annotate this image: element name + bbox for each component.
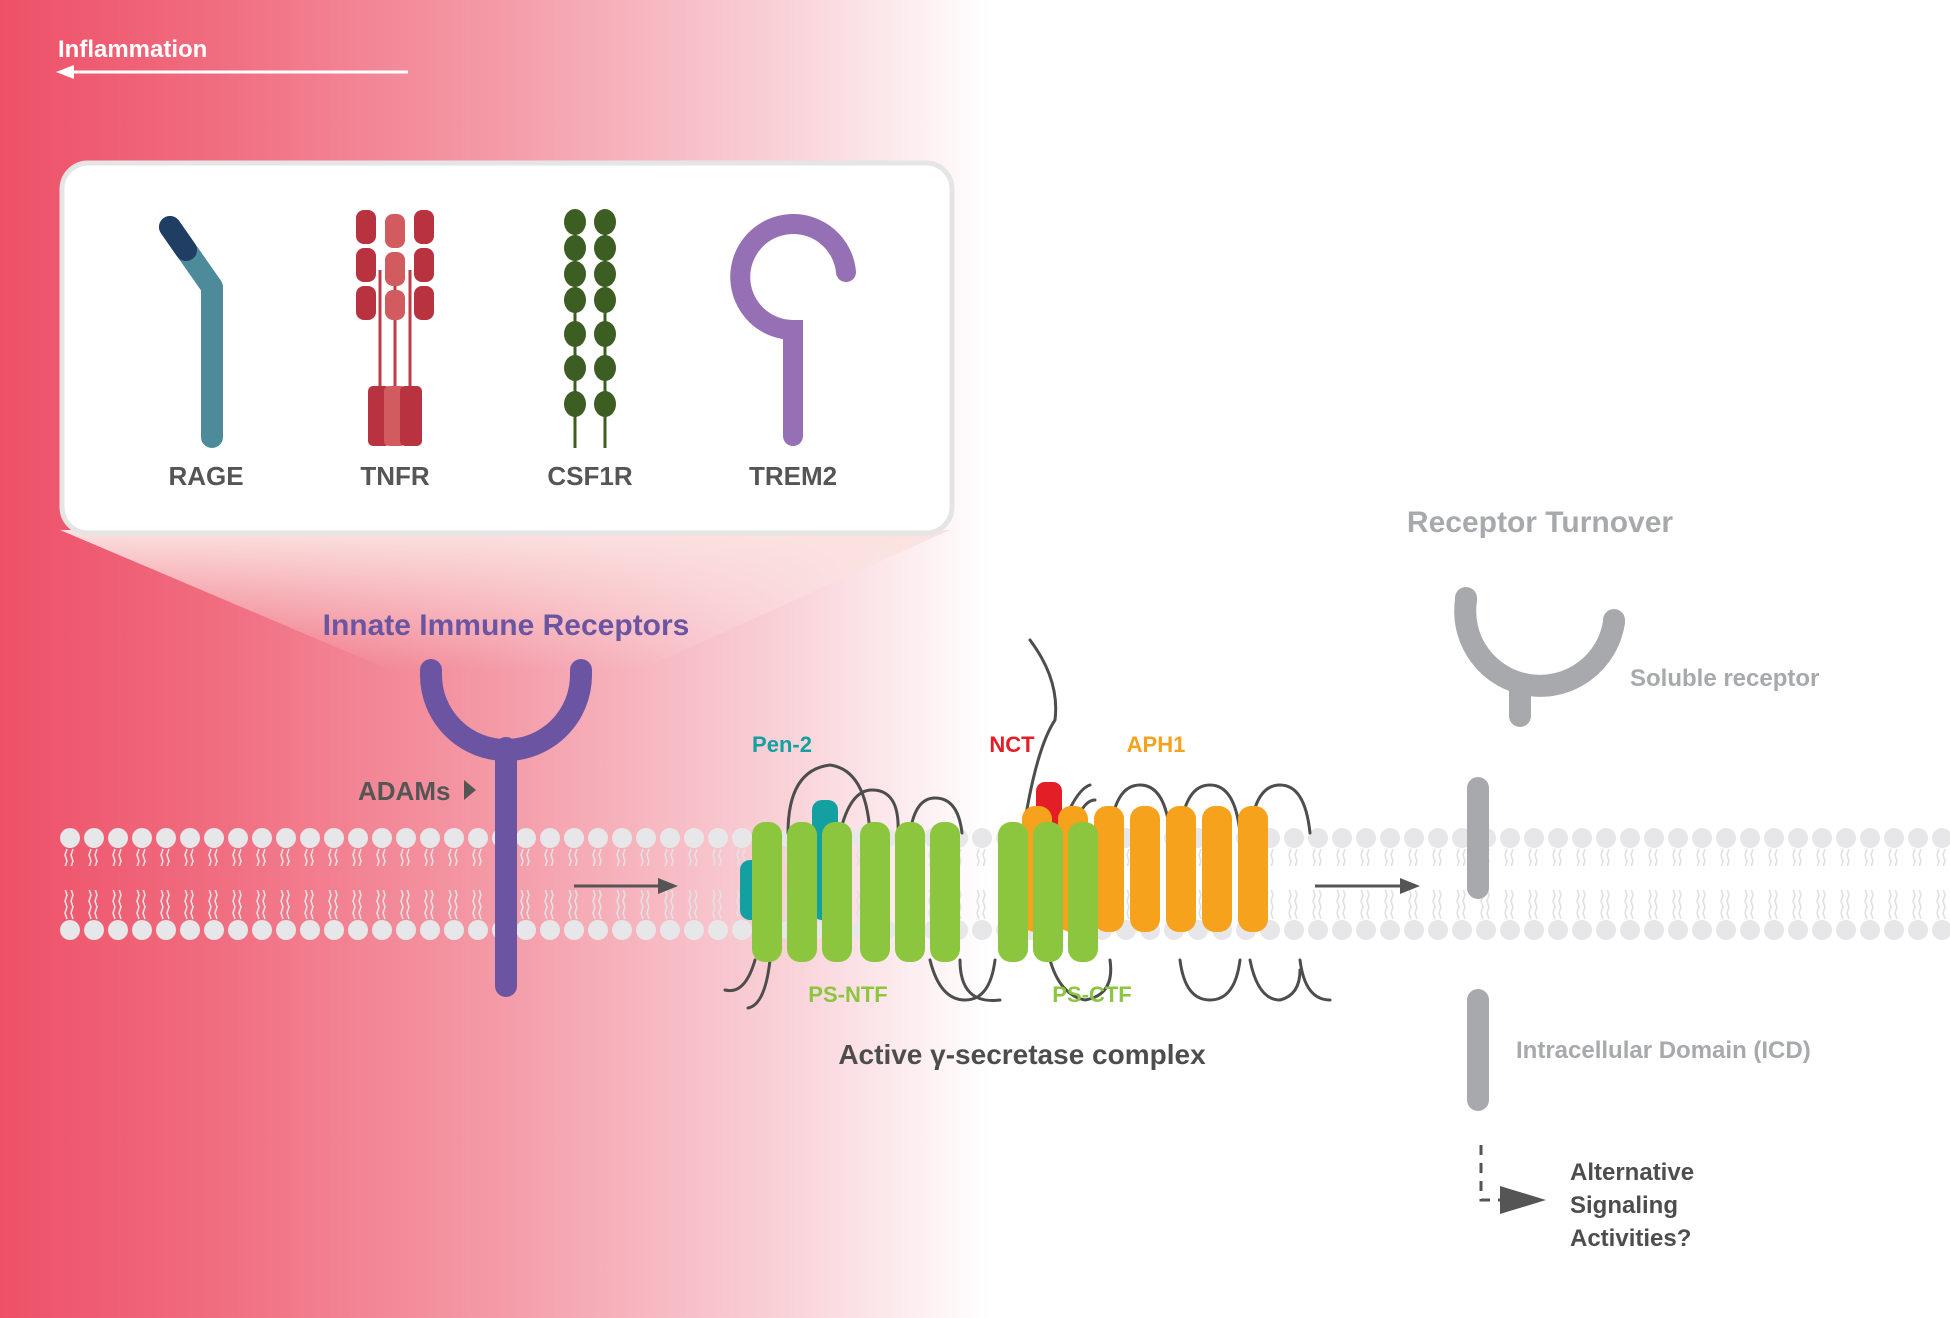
adams-label: ADAMs	[358, 776, 450, 806]
icd-label: Intracellular Domain (ICD)	[1516, 1037, 1811, 1064]
csf1r-label: CSF1R	[547, 461, 632, 491]
trem2-label: TREM2	[749, 461, 837, 491]
ps-ntf-label: PS-NTF	[808, 982, 887, 1007]
rage-label: RAGE	[168, 461, 243, 491]
nct-label: NCT	[989, 732, 1035, 757]
ps-ctf-label: PS-CTF	[1052, 982, 1131, 1007]
rage-icon	[159, 216, 223, 448]
alternative-signaling-line1: Alternative	[1570, 1159, 1694, 1186]
tnfr-label: TNFR	[360, 461, 430, 491]
alternative-signaling-line3: Activities?	[1570, 1225, 1691, 1252]
trem2-icon	[730, 214, 856, 446]
innate-receptors-title: Innate Immune Receptors	[323, 609, 690, 642]
innate-receptor-icon	[420, 659, 592, 997]
pen2-label: Pen-2	[752, 732, 812, 757]
process-arrow-2	[1315, 878, 1420, 894]
inflammation-arrow	[56, 65, 408, 79]
process-arrow-1	[574, 878, 678, 894]
adams-arrow-icon	[464, 780, 476, 800]
receptors-callout-box	[59, 160, 955, 536]
csf1r-icon	[564, 209, 616, 448]
receptor-turnover-title: Receptor Turnover	[1407, 506, 1673, 539]
gamma-secretase-complex	[723, 638, 1332, 1010]
inflammation-label: Inflammation	[58, 36, 207, 63]
aph1-label: APH1	[1127, 732, 1186, 757]
soluble-receptor-icon	[1454, 587, 1625, 727]
secretase-title: Active γ-secretase complex	[838, 1039, 1206, 1070]
soluble-receptor-label: Soluble receptor	[1630, 665, 1819, 692]
tnfr-icon	[356, 210, 434, 446]
callout-cone	[60, 530, 950, 670]
alternative-signaling-arrow	[1479, 1145, 1546, 1214]
alternative-signaling-line2: Signaling	[1570, 1192, 1678, 1219]
